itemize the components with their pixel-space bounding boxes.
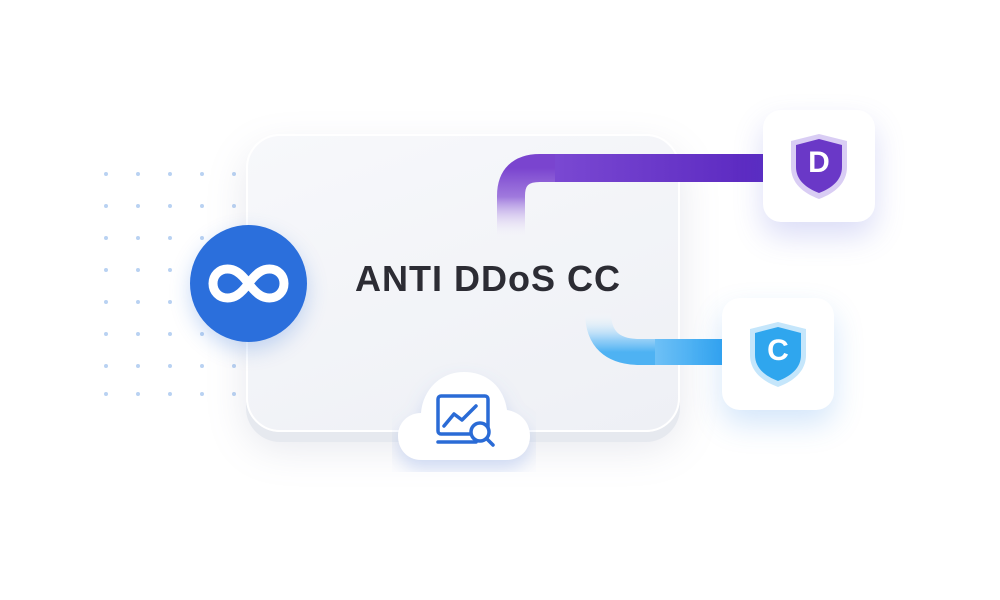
shield-letter-c: C [767, 334, 789, 367]
infinity-icon [208, 264, 289, 303]
cloud-monitor [392, 360, 536, 472]
infinity-badge [190, 225, 307, 342]
shield-icon [750, 322, 806, 387]
shield-card-d: D [763, 110, 875, 222]
diagram-title: ANTI DDoS CC [355, 258, 621, 299]
chart-search-icon [436, 394, 495, 447]
shield-letter-d: D [808, 146, 830, 179]
shield-icon [791, 134, 847, 199]
shield-card-c: C [722, 298, 834, 410]
